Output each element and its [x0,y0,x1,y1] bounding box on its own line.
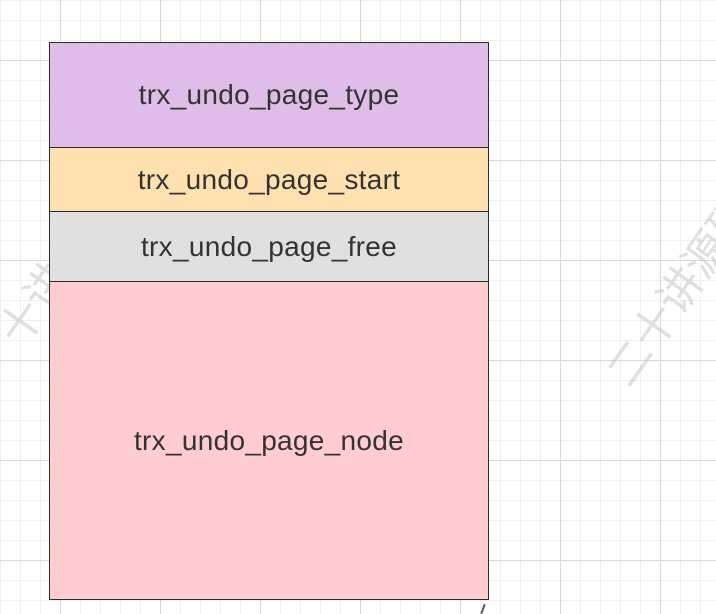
watermark-right: 二十讲源码 [597,186,716,396]
field-trx-undo-page-free: trx_undo_page_free [50,212,488,282]
field-label: trx_undo_page_type [138,79,400,110]
connector-tick [480,603,486,614]
field-trx-undo-page-node: trx_undo_page_node [50,282,488,599]
undo-page-header-stack: trx_undo_page_type trx_undo_page_start t… [49,42,489,600]
field-label: trx_undo_page_node [133,424,405,456]
field-trx-undo-page-start: trx_undo_page_start [50,148,488,212]
field-label: trx_undo_page_free [140,230,398,262]
field-trx-undo-page-type: trx_undo_page_type [50,43,488,148]
field-label: trx_undo_page_start [137,163,401,195]
